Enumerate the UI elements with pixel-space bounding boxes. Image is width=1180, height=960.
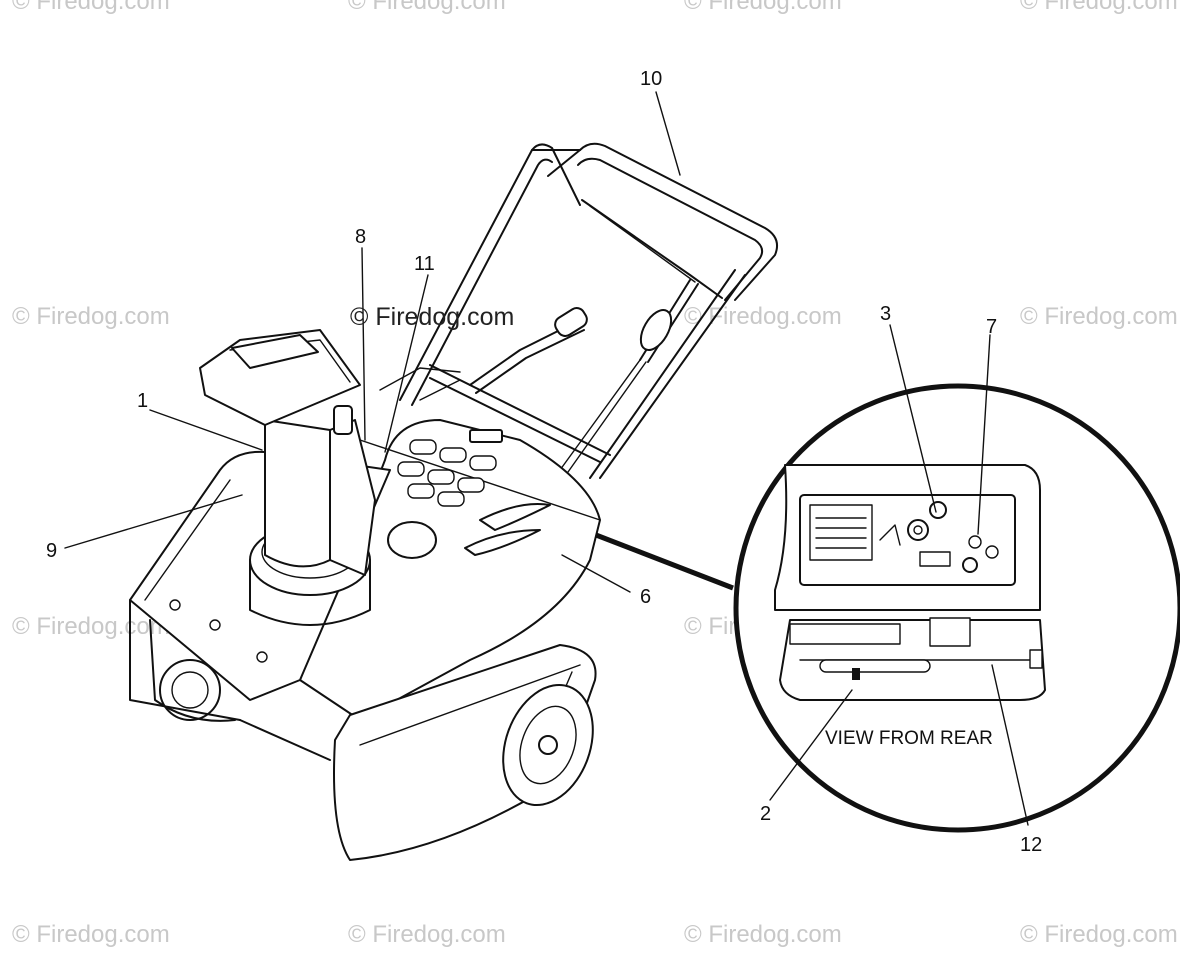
watermark: © Firedog.com <box>12 921 170 948</box>
callout-6: 6 <box>640 586 652 608</box>
wheel <box>502 683 594 807</box>
callout-leaders <box>64 91 1029 826</box>
watermark: © Firedog.com <box>684 921 842 948</box>
callout-7: 7 <box>986 316 998 338</box>
callout-1: 1 <box>137 390 149 412</box>
cable-marker <box>852 668 860 680</box>
callout-2: 2 <box>760 803 772 825</box>
callout-10: 10 <box>640 68 663 90</box>
discharge-chute <box>199 329 376 576</box>
callout-12: 12 <box>1020 834 1043 856</box>
watermark: © Firedog.com <box>1020 0 1178 15</box>
watermark: © Firedog.com <box>1020 303 1178 330</box>
inset-leader-line <box>595 532 734 591</box>
rear-view-inset <box>733 383 1180 833</box>
handle-assembly <box>379 142 778 479</box>
callout-8: 8 <box>355 226 367 248</box>
watermark: © Firedog.com <box>348 921 506 948</box>
watermark: © Firedog.com <box>12 0 170 15</box>
watermark: © Firedog.com <box>684 303 842 330</box>
watermark: © Firedog.com <box>12 303 170 330</box>
callout-11: 11 <box>414 253 435 275</box>
callout-3: 3 <box>880 303 892 325</box>
watermark: © Firedog.com <box>348 0 506 15</box>
watermark: © Firedog.com <box>684 0 842 15</box>
watermark: © Firedog.com <box>1020 921 1178 948</box>
callout-9: 9 <box>46 540 58 562</box>
watermark: © Firedog.com <box>12 613 170 640</box>
center-watermark: © Firedog.com <box>350 303 515 331</box>
inset-caption: VIEW FROM REAR <box>825 728 993 749</box>
